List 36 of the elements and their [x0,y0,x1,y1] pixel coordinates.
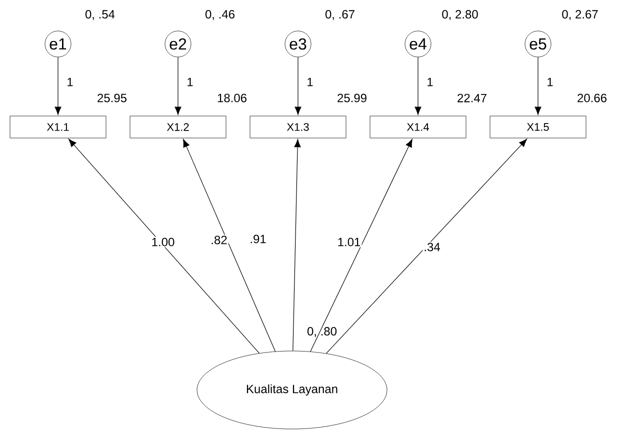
observed-box: X1.4 [370,116,466,138]
arrow [414,56,422,115]
intercept-label: 25.99 [338,94,366,102]
observed-box: X1.3 [250,116,346,138]
intercept-label: 22.47 [458,94,486,102]
variance-label: 0, .80 [307,327,337,337]
observed-box: X1.2 [130,116,226,138]
edge-label: 1.00 [150,236,176,248]
intercept-label: 25.95 [98,94,126,102]
edge-label: .91 [248,234,268,244]
arrow [68,138,260,354]
variance-label: 0, .67 [325,10,354,20]
edge-label: .34 [422,242,442,252]
arrow [326,138,528,354]
arrow [534,56,542,115]
variance-label: 0, .54 [85,10,115,20]
arrow [292,139,301,352]
edge-label: 1.01 [336,236,362,248]
arrow [54,56,62,115]
variance-label: 0, .46 [205,10,234,20]
observed-box: X1.5 [490,116,586,138]
intercept-label: 20.66 [578,94,606,102]
arrow [174,56,182,115]
edge-label: 1 [426,76,434,88]
observed-box: X1.1 [10,116,106,138]
arrow [294,56,302,115]
edge-label: .82 [210,234,228,246]
edge-label: 1 [546,76,554,88]
edge-label: 1 [66,76,74,88]
intercept-label: 18.06 [218,94,246,102]
variance-label: 0, 2.80 [442,10,478,20]
arrow [183,139,276,352]
arrow [310,138,412,352]
variance-label: 0, 2.67 [562,10,598,20]
edge-label: 1 [186,76,194,88]
edge-label: 1 [306,76,314,88]
